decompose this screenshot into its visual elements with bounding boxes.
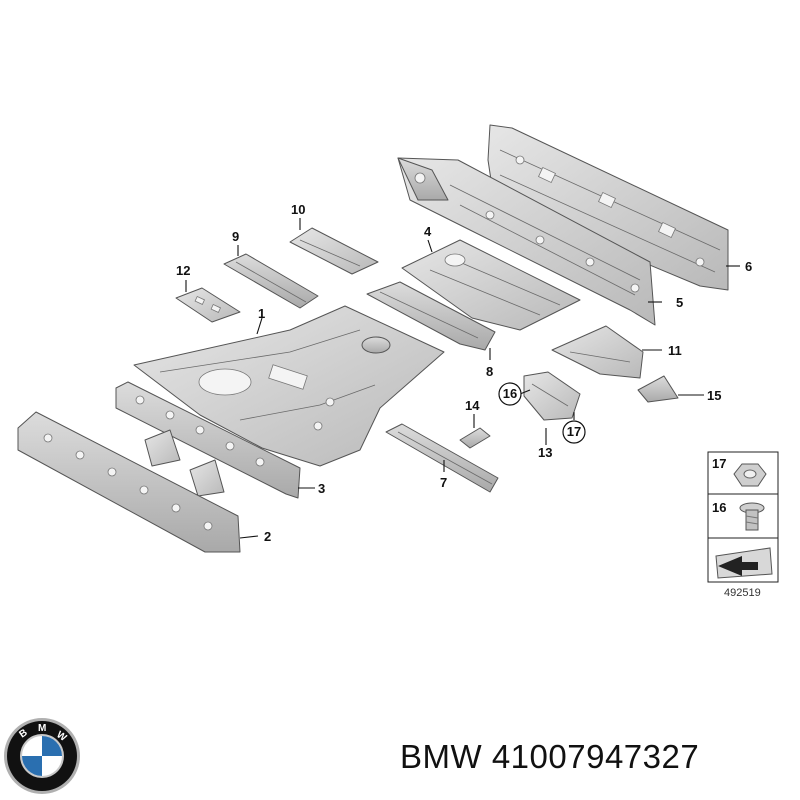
part-6-rear-panel bbox=[487, 124, 729, 291]
callout-17: 17 bbox=[567, 424, 581, 439]
callout-16-circled: 16 bbox=[498, 382, 522, 406]
part-13-bracket bbox=[523, 371, 581, 421]
part-11-bracket bbox=[551, 325, 644, 379]
part-15-bracket bbox=[637, 375, 679, 403]
callout-12: 12 bbox=[176, 263, 190, 278]
part-4-floor-tray bbox=[401, 239, 581, 331]
callout-4: 4 bbox=[424, 224, 432, 239]
leader-lines bbox=[185, 218, 740, 539]
callout-13: 13 bbox=[538, 445, 552, 460]
part-2-member bbox=[17, 411, 241, 553]
callout-9: 9 bbox=[232, 229, 239, 244]
callout-3: 3 bbox=[318, 481, 325, 496]
brand-name: BMW bbox=[400, 738, 483, 775]
part-caption: BMW 41007947327 bbox=[400, 738, 795, 776]
part-9-rail bbox=[223, 253, 319, 309]
svg-text:M: M bbox=[38, 723, 46, 734]
part-10-bracket bbox=[289, 227, 379, 275]
hardware-legend: 17 16 bbox=[707, 451, 779, 583]
callout-14: 14 bbox=[465, 398, 480, 413]
part-5-crossmember bbox=[397, 157, 656, 326]
part-number: 41007947327 bbox=[491, 738, 700, 775]
part-1-floor-pan bbox=[133, 305, 445, 467]
part-12-plate bbox=[175, 287, 241, 323]
callout-10: 10 bbox=[291, 202, 305, 217]
part-8-channel bbox=[366, 281, 496, 351]
bmw-logo: B M W bbox=[4, 718, 80, 794]
callout-11: 11 bbox=[668, 343, 682, 358]
callout-1: 1 bbox=[258, 306, 265, 321]
part-14-clip bbox=[459, 427, 491, 449]
callout-6: 6 bbox=[745, 259, 752, 274]
drawing-number: 492519 bbox=[724, 587, 761, 599]
nut-icon bbox=[733, 463, 767, 487]
legend-label-17: 17 bbox=[712, 456, 726, 471]
part-7-rail bbox=[385, 423, 499, 493]
callout-2: 2 bbox=[264, 529, 271, 544]
callout-15: 15 bbox=[707, 388, 721, 403]
callout-16: 16 bbox=[503, 386, 517, 401]
arrow-panel-icon bbox=[715, 547, 773, 579]
callout-17-circled: 17 bbox=[562, 420, 586, 444]
callout-7: 7 bbox=[440, 475, 447, 490]
part-3-member bbox=[115, 381, 301, 499]
bolt-icon bbox=[739, 502, 765, 531]
legend-label-16: 16 bbox=[712, 500, 726, 515]
callouts: 1 2 3 4 5 6 7 8 9 10 11 12 13 14 15 16 1… bbox=[176, 202, 752, 544]
callout-5: 5 bbox=[676, 295, 683, 310]
callout-8: 8 bbox=[486, 364, 493, 379]
